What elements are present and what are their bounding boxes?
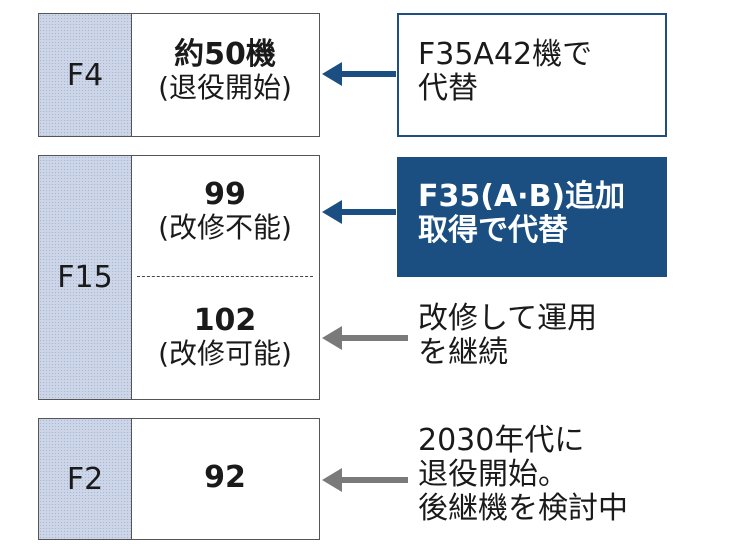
f15-box: F15 99 (改修不能) 102 (改修可能) [38,155,320,400]
f15-plan-box [397,157,667,277]
f15-unmodifiable-arrow-icon [322,200,396,224]
f4-plan: F35A42機で 代替 [418,37,593,106]
f2-label: F2 [39,419,132,539]
f15-modifiable-plan: 改修して運用 を継続 [418,301,598,370]
f15-modifiable-arrow-icon [322,326,408,350]
f4-label: F4 [39,14,132,136]
f15-status-modifiable: (改修可能) [158,337,292,370]
f15-label: F15 [39,156,132,399]
f4-count: 約50機 [174,37,276,72]
f2-arrow-icon [322,468,408,492]
f15-count-modifiable: 102 [193,303,257,338]
f4-plan-box [397,13,667,137]
f4-box: F4 約50機 (退役開始) [38,13,320,137]
f2-plan: 2030年代に 退役開始。 後継機を検討中 [418,423,628,526]
f15-count-unmodifiable: 99 [204,177,246,212]
f4-status: (退役開始) [158,71,292,104]
f4-arrow-icon [322,62,396,86]
f2-box: F2 92 [38,418,320,540]
f15-divider [137,276,313,277]
f15-unmodifiable-plan: F35(A·B)追加 取得で代替 [418,179,626,248]
f15-status-unmodifiable: (改修不能) [158,211,292,244]
f2-count: 92 [204,460,246,495]
